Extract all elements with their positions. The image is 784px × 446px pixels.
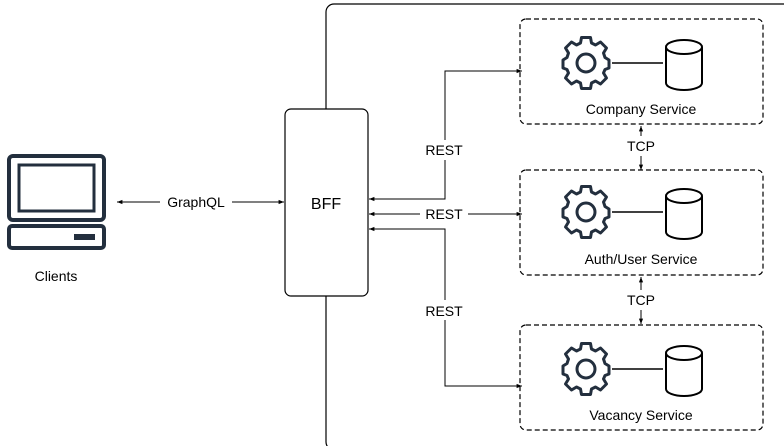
clients-computer-icon [7, 154, 106, 250]
auth-service-database-icon [665, 188, 703, 240]
auth-service-label: Auth/User Service [585, 251, 698, 267]
bff-box [284, 108, 369, 297]
company-service-box [519, 18, 764, 125]
tcp-company-auth-label: TCP [627, 138, 655, 154]
vacancy-service-gear-icon [561, 342, 611, 396]
vacancy-service-box [519, 324, 764, 431]
vacancy-service-label: Vacancy Service [589, 407, 692, 423]
graphql-label: GraphQL [167, 194, 225, 210]
company-service-label: Company Service [586, 101, 697, 117]
vacancy-service-database-icon [665, 345, 703, 397]
rest-vacancy-label: REST [425, 303, 463, 319]
company-service-gear-icon [561, 36, 611, 90]
service-boundary [325, 3, 784, 446]
company-service-database-icon [665, 39, 703, 91]
rest-auth-label: REST [425, 206, 463, 222]
bff-label: BFF [311, 196, 341, 213]
rest-company-connector [369, 68, 522, 202]
tcp-auth-vacancy-label: TCP [627, 292, 655, 308]
clients-label: Clients [35, 268, 78, 284]
auth-service-gear-icon [561, 185, 611, 239]
auth-service-box [519, 169, 764, 276]
rest-company-label: REST [425, 142, 463, 158]
